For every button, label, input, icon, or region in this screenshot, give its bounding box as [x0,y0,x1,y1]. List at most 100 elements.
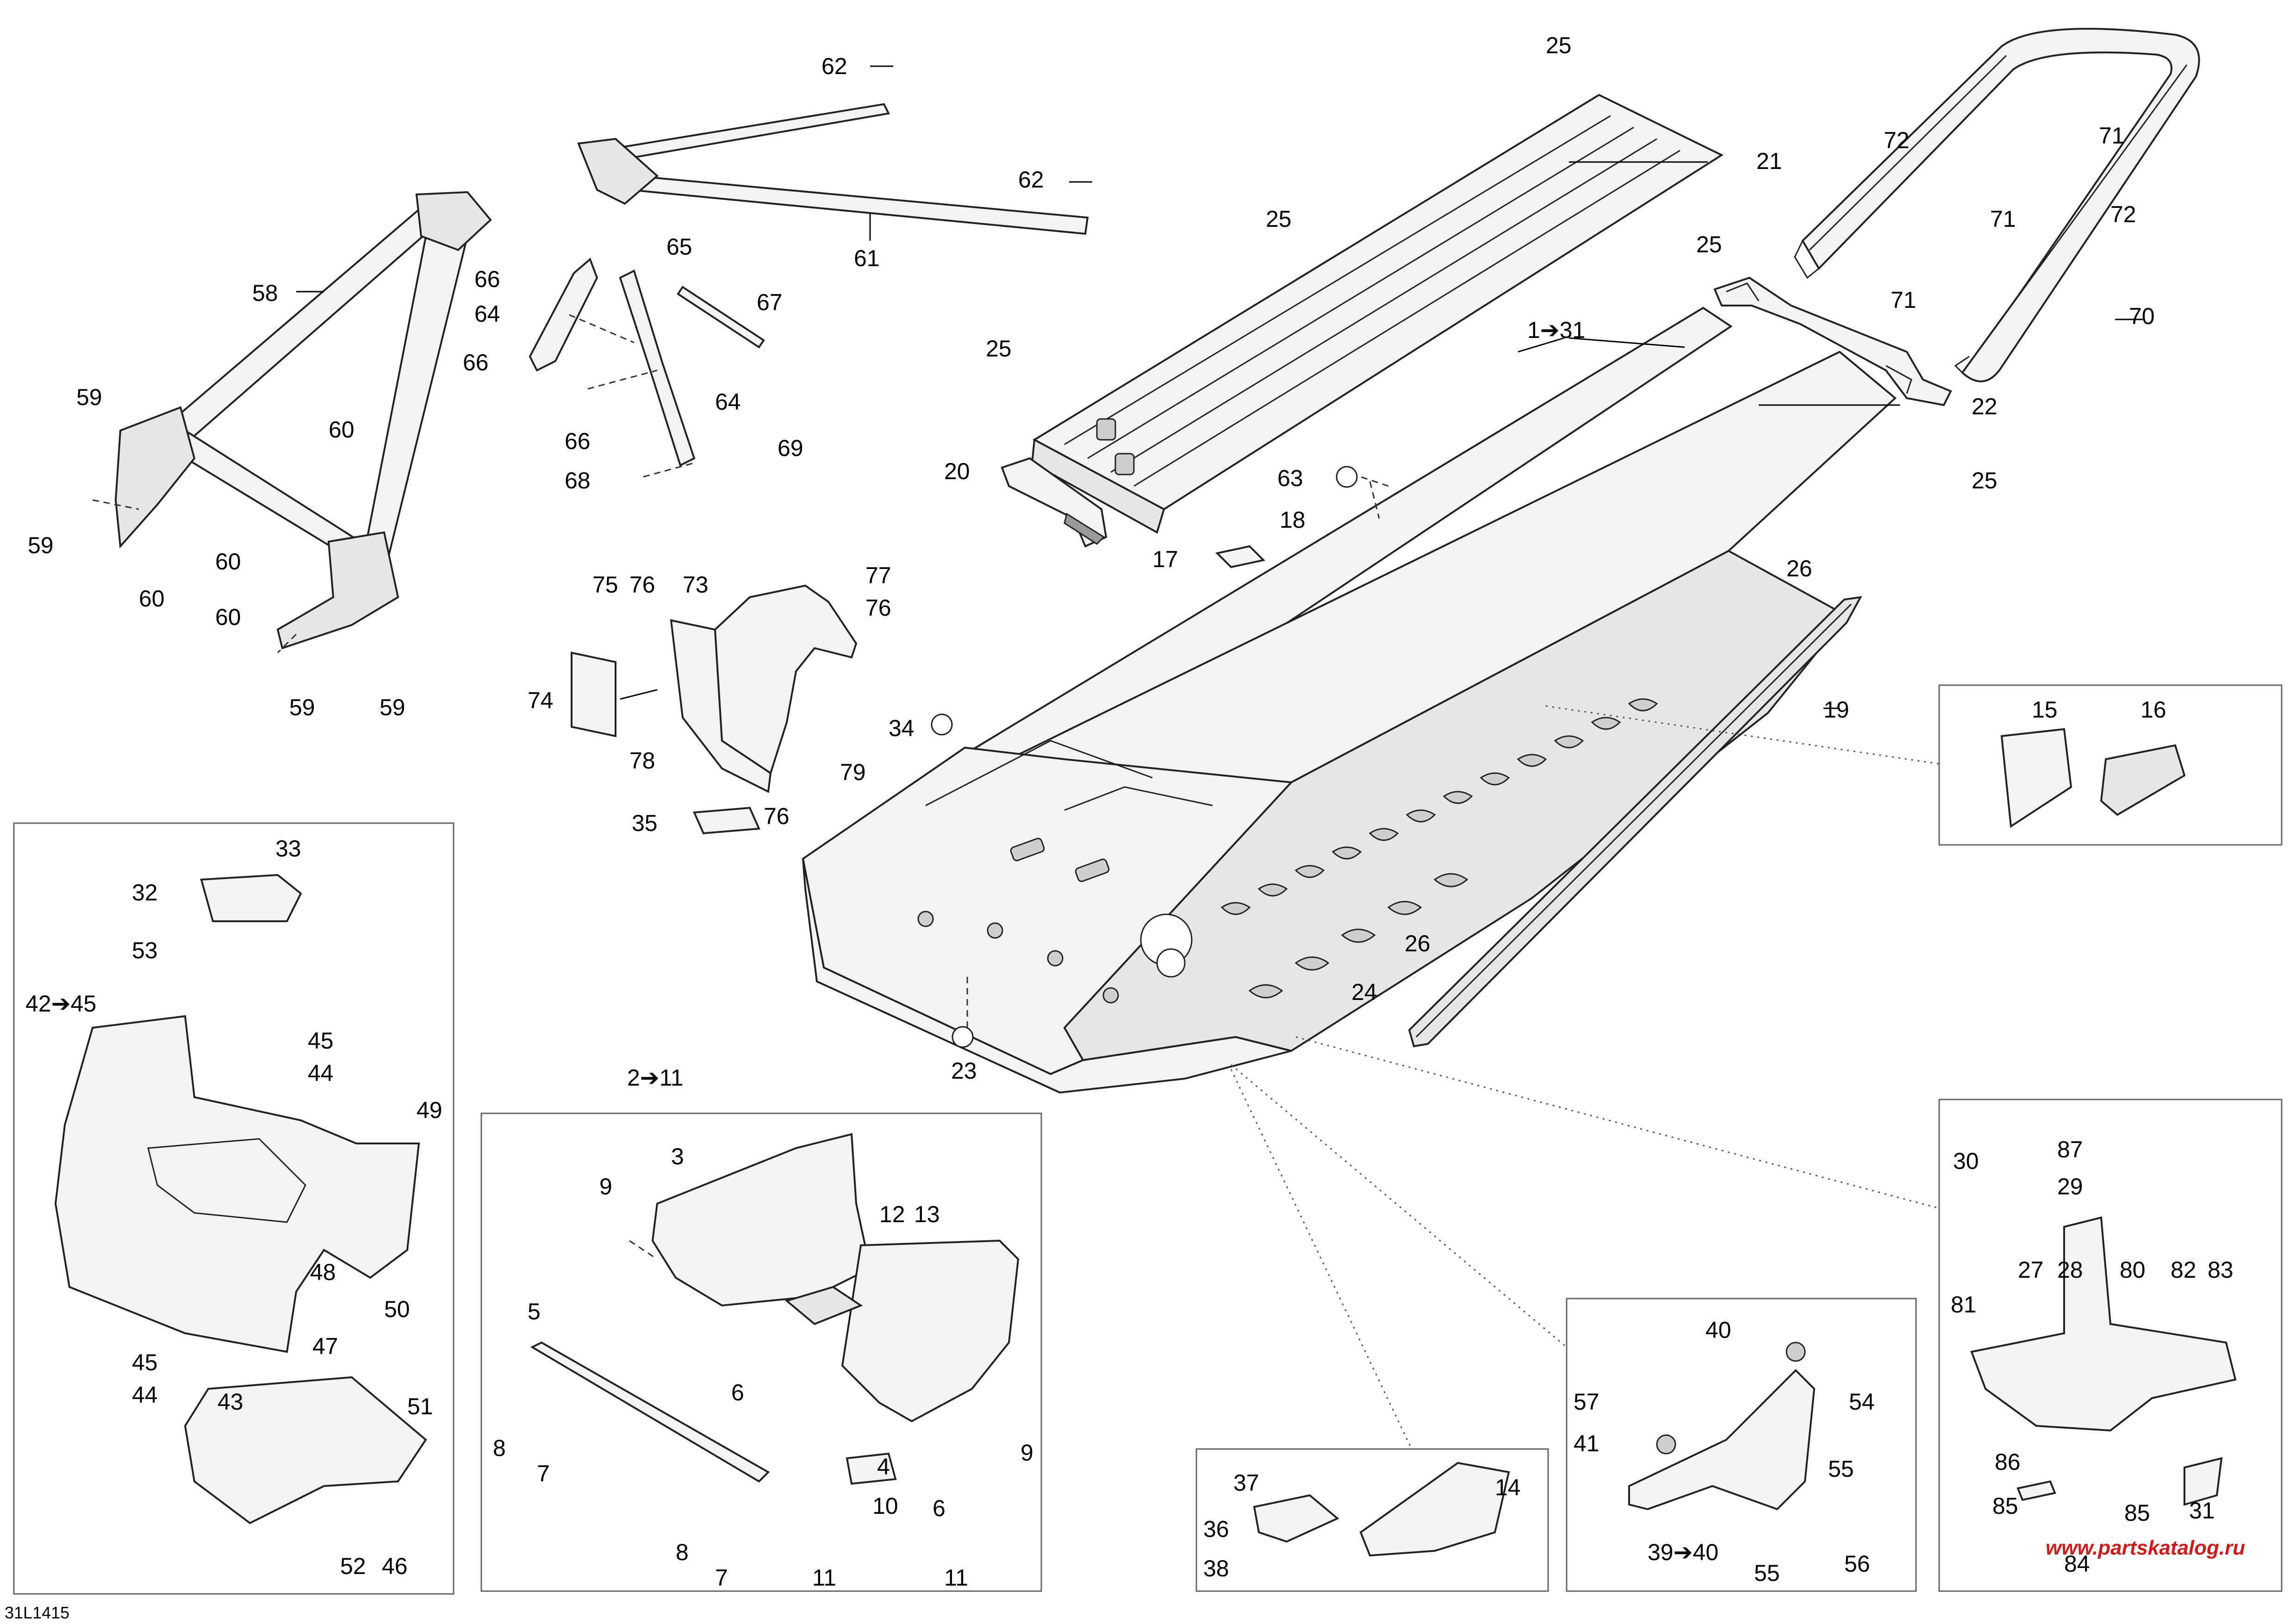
callout-76: 76 [629,572,655,598]
callout-8: 8 [493,1435,506,1461]
callout-41: 41 [1574,1430,1599,1456]
callout-76: 76 [865,595,891,621]
callout-26: 26 [1405,931,1431,956]
callout-35: 35 [632,810,658,836]
callout-79: 79 [840,759,866,785]
callout-16: 16 [2140,697,2166,723]
callout-64: 64 [474,301,500,327]
callout-86: 86 [1995,1449,2021,1475]
callout-69: 69 [778,435,803,461]
callout-9: 9 [599,1174,612,1199]
inset-box-front-suspension-module [480,1112,1042,1592]
callout-25: 25 [1546,32,1572,58]
callout-55: 55 [1754,1560,1780,1586]
callout-57: 57 [1574,1389,1599,1415]
callout-55: 55 [1828,1456,1854,1482]
callout-68: 68 [565,468,591,493]
callout-66: 66 [565,428,591,454]
callout-59: 59 [289,694,315,720]
callout-64: 64 [715,389,741,415]
callout-62: 62 [1018,167,1044,193]
callout-50: 50 [384,1296,410,1322]
callout-71: 71 [1891,287,1916,313]
callout-13: 13 [914,1201,940,1227]
callout-65: 65 [666,234,692,260]
callout-32: 32 [132,880,158,906]
callout-85: 85 [2124,1500,2150,1526]
callout-77: 77 [865,562,891,588]
callout-43: 43 [218,1389,243,1415]
slide-rail [1408,596,1862,1048]
callout-71: 71 [1990,206,2016,232]
callout-7: 7 [537,1461,550,1487]
callout-23: 23 [951,1058,977,1084]
callout-67: 67 [757,289,783,315]
callout-leaders [296,65,2143,709]
rear-bracket [1713,276,1952,406]
steering-support [1970,1216,2237,1506]
engine-mount [1628,1342,1816,1511]
inset-box-front-bumper [13,822,454,1595]
callout-27: 27 [2018,1257,2044,1283]
console-bracket [571,584,858,793]
callout-75: 75 [592,572,618,598]
callout-39-40: 39➔40 [1648,1539,1718,1565]
callout-labels: 62 62 61 58 65 66 64 67 66 64 66 69 68 5… [25,32,2234,1591]
watermark: www.partskatalog.ru [2046,1537,2245,1559]
callout-34: 34 [889,715,915,741]
front-suspension-module [530,1133,1020,1485]
callout-11: 11 [812,1565,836,1591]
callout-25: 25 [986,336,1012,362]
callout-17: 17 [1152,546,1178,572]
snow-flap-frame [1794,28,2200,382]
callout-38: 38 [1203,1555,1229,1581]
callout-56: 56 [1844,1551,1870,1577]
callout-11: 11 [944,1565,968,1591]
callout-25: 25 [1266,206,1292,232]
callout-81: 81 [1951,1292,1977,1318]
callout-19: 19 [1823,697,1849,723]
callout-21: 21 [1756,148,1782,174]
callout-85: 85 [1992,1493,2018,1519]
callout-25: 25 [1696,231,1722,257]
callout-36: 36 [1203,1516,1229,1542]
callout-18: 18 [1280,507,1306,533]
callout-60: 60 [215,549,241,575]
diagram-code: 31L1415 [5,1603,69,1622]
callout-15: 15 [2032,697,2058,723]
callout-5: 5 [528,1299,541,1324]
callout-74: 74 [528,687,554,713]
callout-2-11: 2➔11 [627,1065,684,1091]
callout-40: 40 [1705,1317,1731,1343]
tunnel-main-frame [802,306,1897,1094]
callout-3: 3 [671,1143,684,1169]
callout-62: 62 [821,53,847,79]
inset-box-engine-mount [1566,1298,1917,1592]
callout-80: 80 [2120,1257,2146,1283]
callout-78: 78 [629,748,655,774]
callout-14: 14 [1495,1474,1521,1500]
callout-63: 63 [1277,465,1303,491]
callout-45: 45 [308,1028,334,1054]
callout-73: 73 [683,572,709,598]
callout-58: 58 [252,280,278,306]
callout-1-31: 1➔31 [1527,317,1585,343]
upper-steering-strut [577,103,1089,235]
harness-connector [1001,457,1108,548]
callout-84: 84 [2064,1551,2090,1577]
callout-59: 59 [380,694,405,720]
callout-20: 20 [944,458,970,484]
callout-71: 71 [2099,123,2125,149]
callout-37: 37 [1233,1470,1259,1496]
callout-47: 47 [312,1333,338,1359]
callout-44: 44 [132,1382,158,1408]
callout-70: 70 [2129,303,2155,329]
reference-lines [92,314,1940,1449]
callout-82: 82 [2171,1257,2196,1283]
callout-10: 10 [872,1493,898,1519]
front-bumper-assembly [54,874,427,1524]
callout-12: 12 [879,1201,905,1227]
callout-33: 33 [275,836,301,862]
callout-7: 7 [715,1565,728,1591]
callout-60: 60 [215,604,241,630]
